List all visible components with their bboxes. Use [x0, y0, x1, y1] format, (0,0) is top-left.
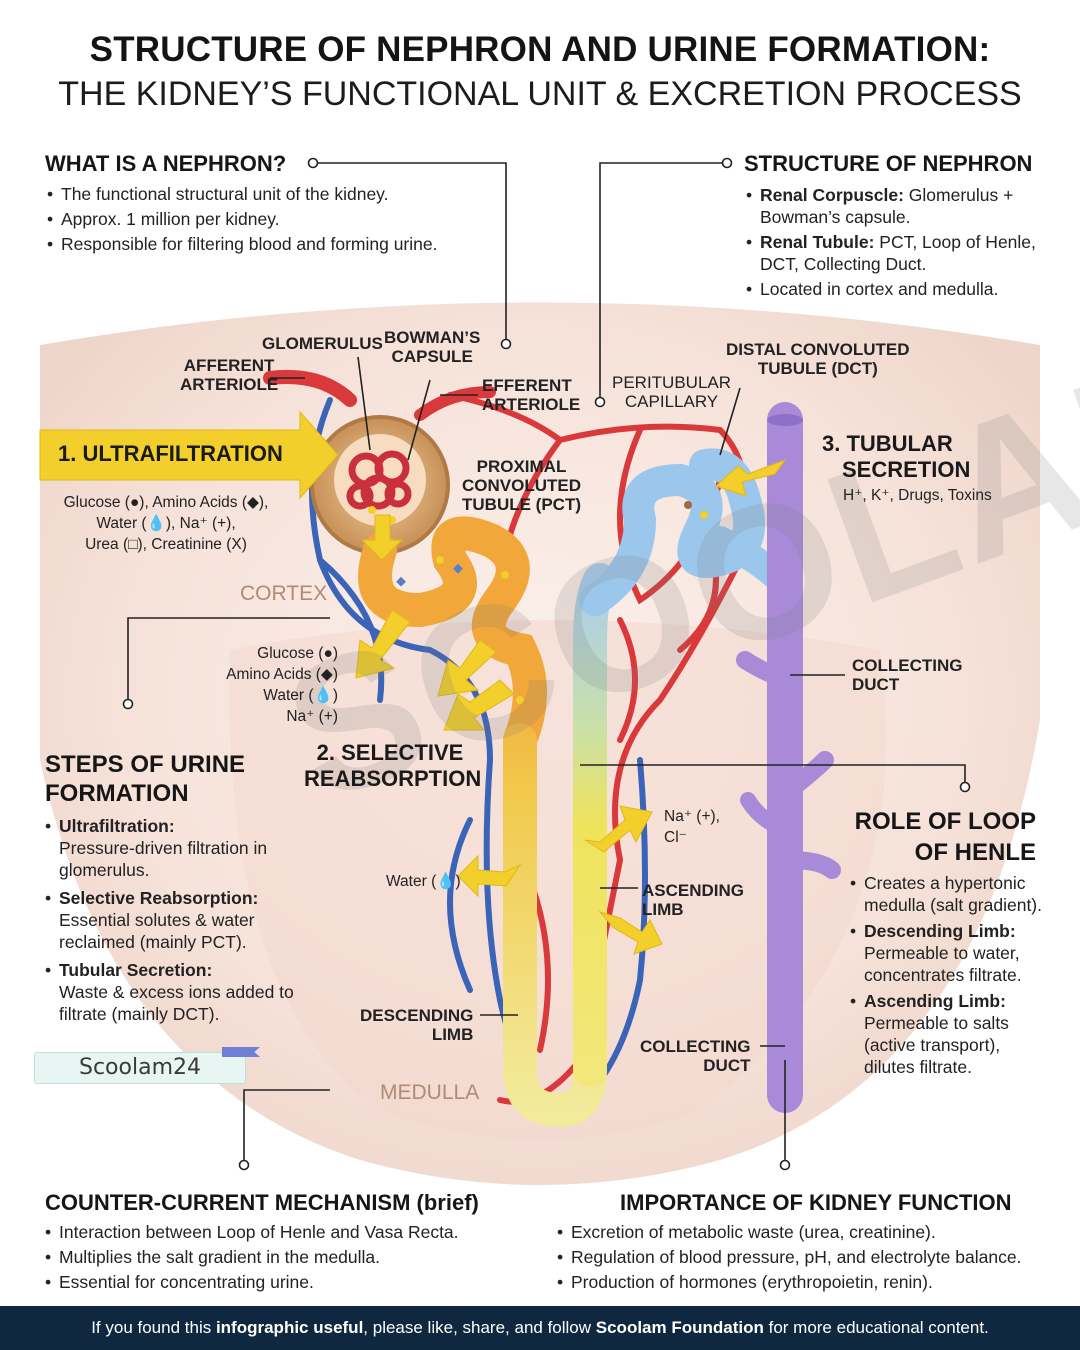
- na-cl-label: Na⁺ (+),Cl⁻: [664, 808, 720, 846]
- structure-item: Renal Tubule: PCT, Loop of Henle, DCT, C…: [746, 231, 1036, 275]
- cortex-label: CORTEX: [240, 582, 328, 605]
- what-is-item: The functional structural unit of the ki…: [47, 182, 507, 207]
- importance-list: Excretion of metabolic waste (urea, crea…: [557, 1220, 1067, 1295]
- steps-item: Tubular Secretion:Waste & excess ions ad…: [45, 959, 310, 1025]
- structure-item: Located in cortex and medulla.: [746, 278, 1036, 300]
- glomerulus-label: GLOMERULUS: [262, 334, 383, 353]
- dct-tubule: [579, 448, 766, 616]
- counter-current-item: Essential for concentrating urine.: [45, 1270, 545, 1295]
- counter-current-item: Multiplies the salt gradient in the medu…: [45, 1245, 545, 1270]
- page-subtitle: THE KIDNEY’S FUNCTIONAL UNIT & EXCRETION…: [58, 75, 1022, 113]
- importance-heading: IMPORTANCE OF KIDNEY FUNCTION: [620, 1190, 1012, 1215]
- what-is-item: Responsible for filtering blood and form…: [47, 232, 507, 257]
- counter-current-item: Interaction between Loop of Henle and Va…: [45, 1220, 545, 1245]
- steps-item: Ultrafiltration:Pressure-driven filtrati…: [45, 815, 310, 881]
- pct-tubule: [358, 516, 547, 757]
- structure-item: Renal Corpuscle: Glomerulus + Bowman’s c…: [746, 184, 1036, 228]
- counter-current-list: Interaction between Loop of Henle and Va…: [45, 1220, 545, 1295]
- loop-item: Descending Limb:Permeable to water, conc…: [850, 920, 1050, 986]
- ultrafiltration-arrow: [39, 410, 339, 500]
- importance-item: Excretion of metabolic waste (urea, crea…: [557, 1220, 1067, 1245]
- loop-item: Creates a hypertonic medulla (salt gradi…: [850, 872, 1050, 916]
- loop-item: Ascending Limb:Permeable to salts (activ…: [850, 990, 1050, 1078]
- page-title: STRUCTURE OF NEPHRON AND URINE FORMATION…: [89, 30, 991, 69]
- water-reabsorption-label: Water (💧): [386, 873, 461, 890]
- medulla-zone: [229, 620, 887, 1140]
- steps-item: Selective Reabsorption:Essential solutes…: [45, 887, 310, 953]
- flag-icon: [222, 1047, 260, 1057]
- secreted-substances: H⁺, K⁺, Drugs, Toxins: [843, 487, 992, 504]
- what-is-item: Approx. 1 million per kidney.: [47, 207, 507, 232]
- footer-banner: If you found this infographic useful, pl…: [0, 1306, 1080, 1350]
- what-is-heading: WHAT IS A NEPHRON?: [45, 151, 287, 176]
- glomerulus: [346, 450, 412, 510]
- steps-list: Ultrafiltration:Pressure-driven filtrati…: [45, 815, 310, 1025]
- reabsorbed-solutes-list: Glucose (●) Amino Acids (◆) Water (💧) Na…: [226, 645, 338, 725]
- ultrafiltration-label: 1. ULTRAFILTRATION: [58, 441, 283, 466]
- loop-list: Creates a hypertonic medulla (salt gradi…: [850, 872, 1050, 1078]
- medulla-label: MEDULLA: [380, 1081, 480, 1104]
- structure-heading: STRUCTURE OF NEPHRON: [744, 151, 1033, 176]
- what-is-list: The functional structural unit of the ki…: [47, 182, 507, 257]
- brand-tag: Scoolam24: [34, 1052, 246, 1084]
- filtrate-solutes: Glucose (●), Amino Acids (◆), Water (💧),…: [63, 494, 269, 553]
- importance-item: Regulation of blood pressure, pH, and el…: [557, 1245, 1067, 1270]
- importance-item: Production of hormones (erythropoietin, …: [557, 1270, 1067, 1295]
- counter-current-heading: COUNTER-CURRENT MECHANISM (brief): [45, 1190, 479, 1215]
- structure-list: Renal Corpuscle: Glomerulus + Bowman’s c…: [746, 184, 1036, 300]
